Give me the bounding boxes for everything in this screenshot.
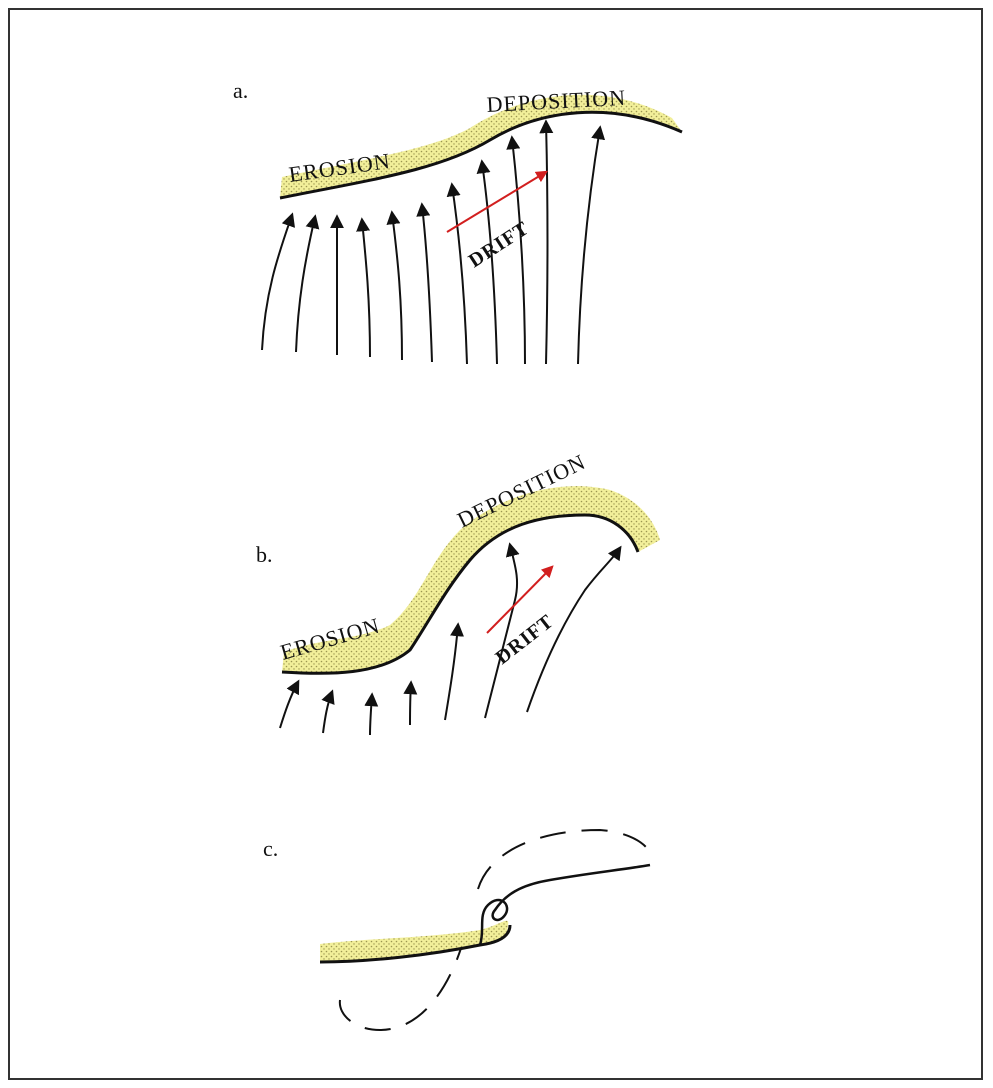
wave-arrow: [280, 682, 298, 728]
wave-arrow: [422, 205, 432, 362]
wave-arrow: [323, 692, 332, 733]
wave-arrow: [445, 625, 458, 720]
panel-c-dashed-outline: [478, 830, 652, 889]
wave-arrow: [392, 213, 402, 360]
wave-arrow: [262, 215, 292, 350]
wave-arrow: [452, 185, 467, 364]
wave-arrow: [512, 138, 525, 364]
panel-b-label: b.: [256, 542, 273, 567]
panel-a-label: a.: [233, 78, 248, 103]
wave-arrow: [370, 695, 372, 735]
panel-a: a. EROSION DEPOSITION DRIFT: [233, 78, 682, 364]
panel-c: c.: [263, 830, 652, 1030]
wave-arrow: [296, 217, 315, 352]
wave-arrow: [578, 128, 600, 364]
wave-arrow: [546, 122, 548, 364]
panel-c-label: c.: [263, 836, 278, 861]
panel-b: b. EROSION DEPOSITION DRIFT: [256, 449, 660, 735]
panel-a-drift-arrow: [447, 172, 546, 232]
wave-arrow: [362, 220, 370, 357]
wave-arrow: [410, 683, 411, 725]
